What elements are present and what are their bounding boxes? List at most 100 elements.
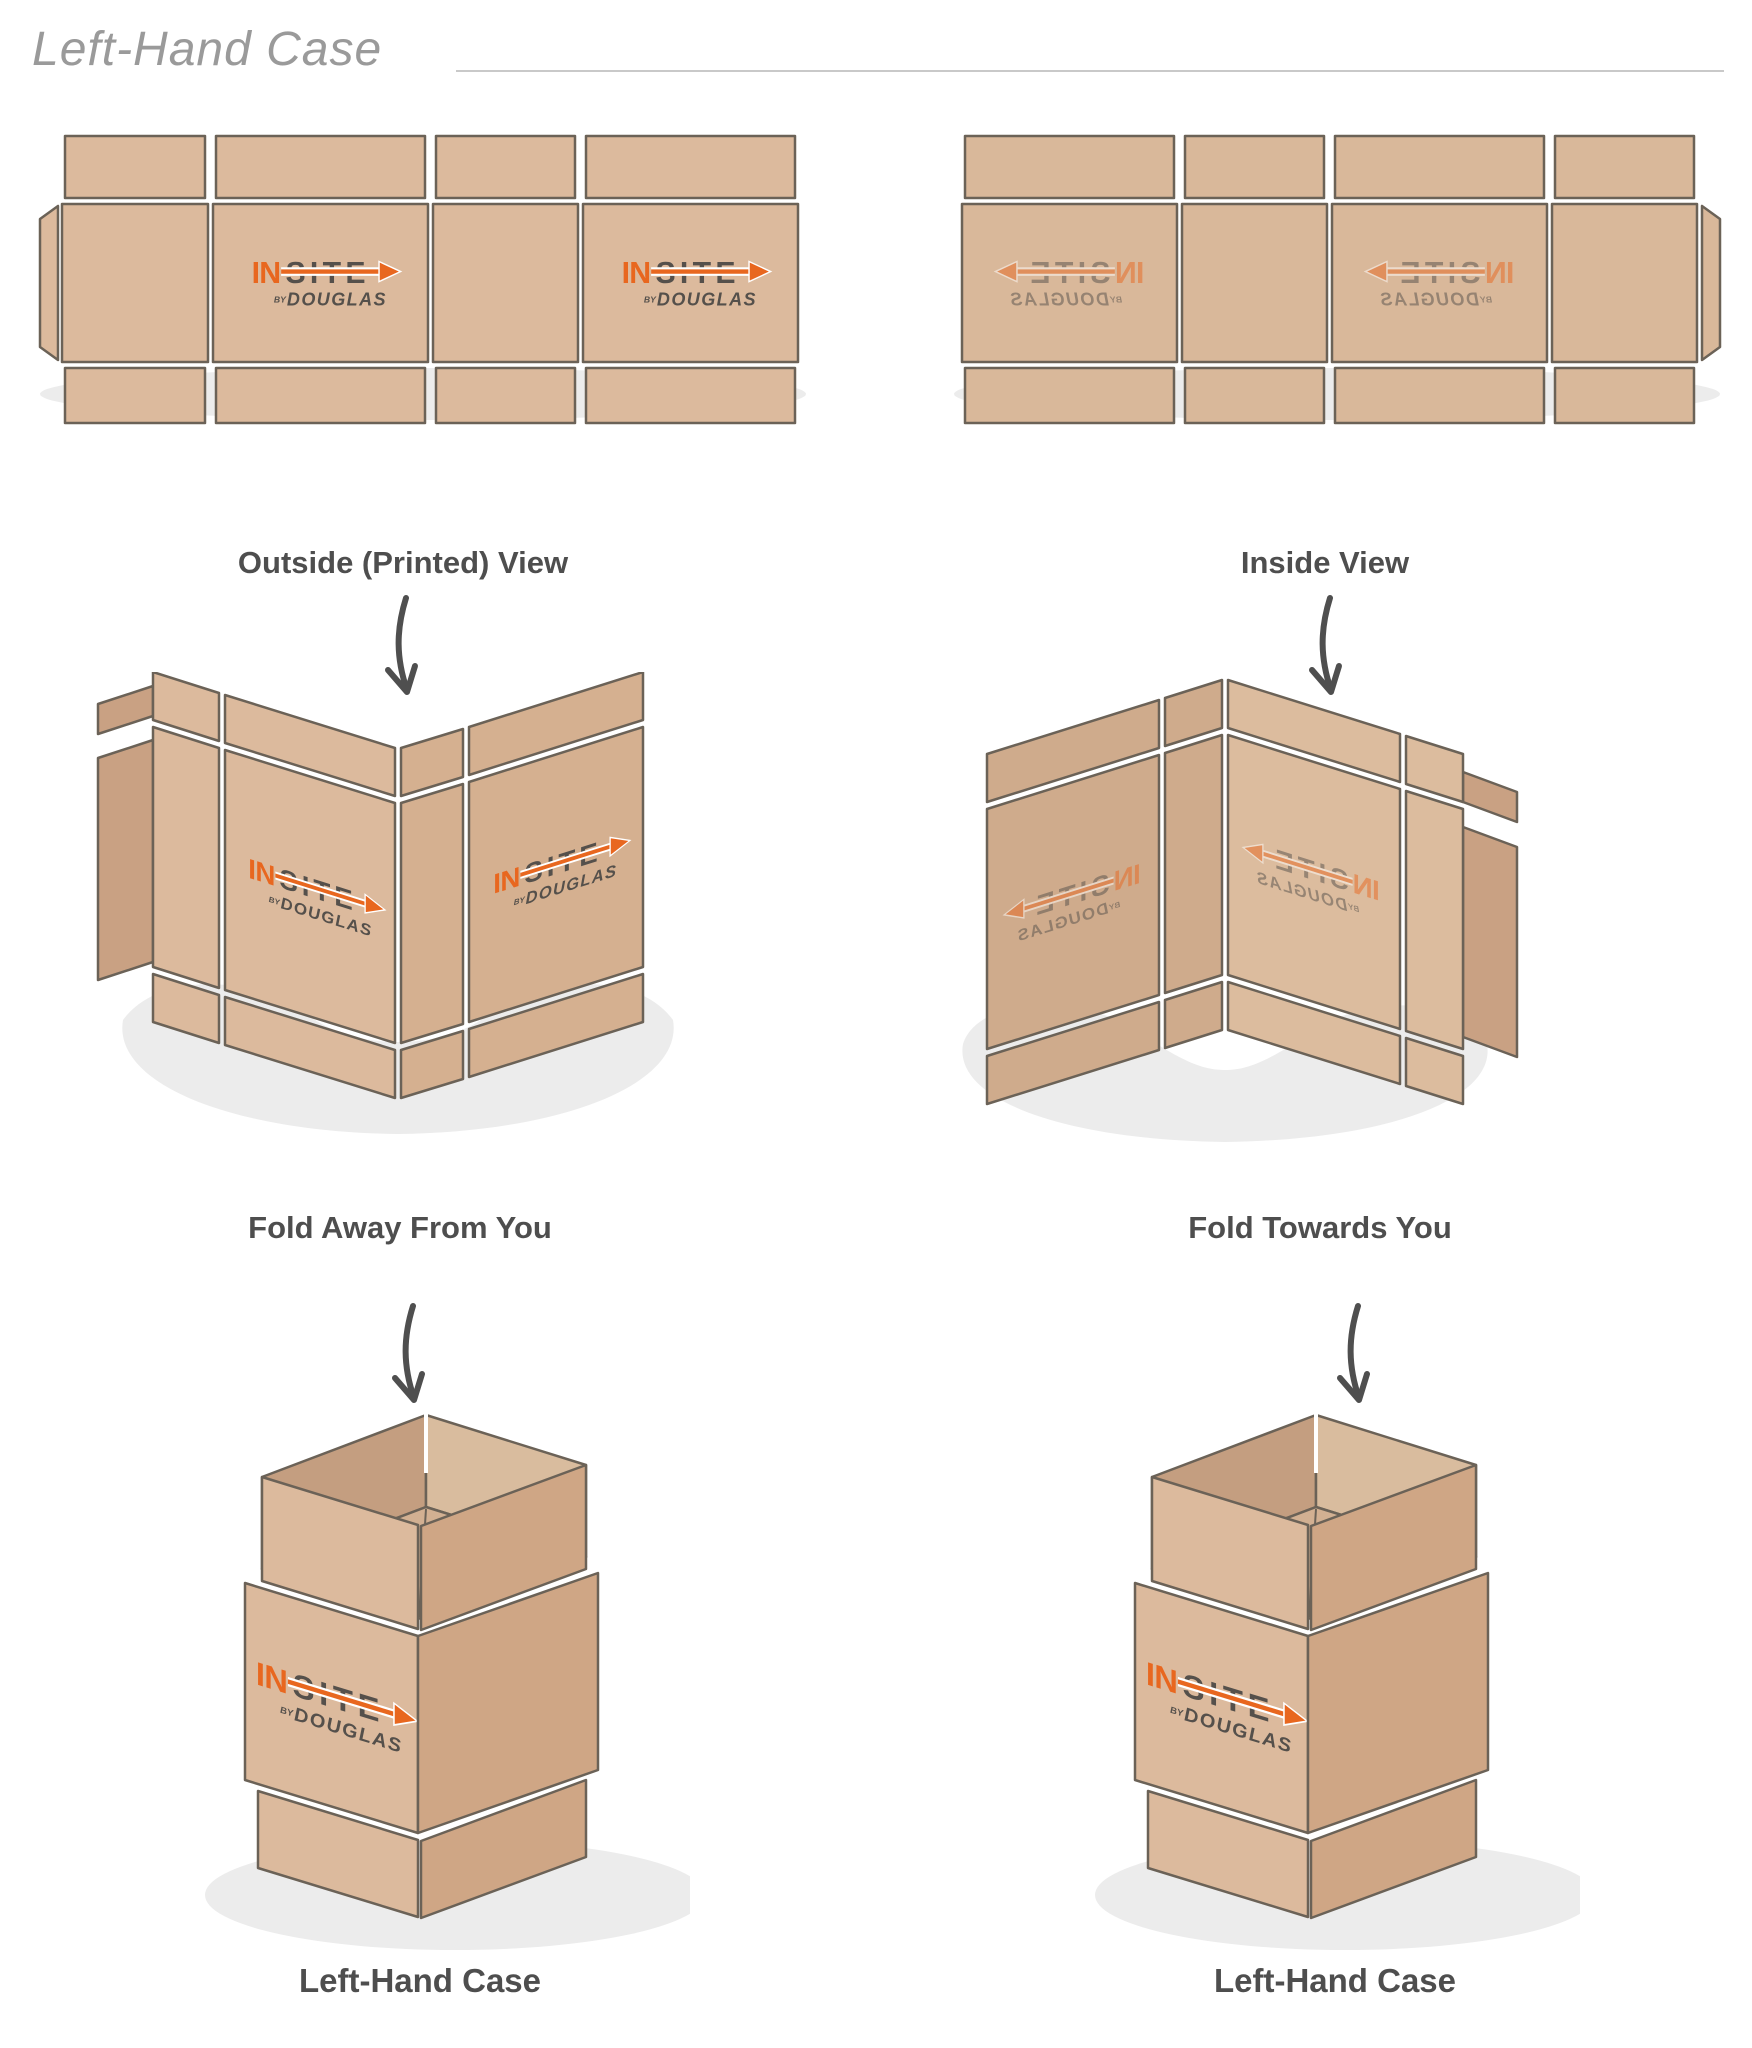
stage-label-fold-towards: Fold Towards You [1188, 1210, 1452, 1245]
logo-text-brand: DOUGLAS [657, 289, 757, 309]
top-flap [1183, 134, 1326, 200]
end-panel [1550, 202, 1699, 364]
inside-flat-figure: IN SITE BY DOUGLAS IN SITE BY DOUGLAS [954, 134, 1722, 425]
end-panel-behind [96, 738, 155, 982]
top-flap [1309, 1463, 1478, 1632]
left-wing: IN SITE BY DOUGLAS [151, 672, 397, 1100]
bottom-flap [63, 366, 207, 425]
top-flap [1150, 1475, 1310, 1631]
top-flap [63, 134, 207, 200]
logo-text-by: BY [1108, 900, 1121, 913]
right-face [1306, 1463, 1490, 1920]
end-panel [1404, 789, 1465, 1051]
bottom-flaps [63, 366, 797, 425]
title-divider-line [456, 70, 1724, 72]
top-flap [260, 1475, 420, 1631]
logo-arrow-shaft [1022, 878, 1114, 912]
top-flap [434, 134, 577, 200]
logo-arrow-head [378, 260, 403, 283]
bottom-flap [223, 995, 397, 1100]
top-flap [1404, 734, 1465, 804]
logo-text-by: BY [1479, 295, 1492, 305]
side-panel [223, 748, 397, 1045]
logo-arrow-head [748, 260, 773, 283]
logo-arrow-head [1002, 898, 1025, 919]
top-flap [1226, 678, 1402, 784]
logo-arrow-shaft [1177, 1679, 1286, 1717]
bottom-flap [1404, 1036, 1465, 1106]
left-face: IN SITE BY DOUGLAS [243, 1475, 420, 1919]
bottom-flap [1226, 980, 1402, 1086]
bottom-flap [419, 1778, 588, 1920]
logo-text-in: IN [1486, 257, 1515, 290]
left-face: IN SITE BY DOUGLAS [1133, 1475, 1310, 1919]
bottom-flap [1553, 366, 1696, 425]
side-panel [1226, 733, 1402, 1031]
assembled-case-figure: IN SITE BY DOUGLAS [205, 1413, 690, 1950]
logo-text-by: BY [1109, 295, 1122, 305]
left-wing: IN SITE BY DOUGLAS [985, 678, 1224, 1106]
end-panel [431, 202, 580, 364]
bottom-flap [1309, 1778, 1478, 1920]
outside-flat-figure: IN SITE BY DOUGLAS IN SITE BY DOUGLAS [38, 134, 806, 425]
page-title: Left-Hand Case [32, 23, 383, 76]
stage-label-fold-away: Fold Away From You [248, 1210, 552, 1245]
right-face [416, 1463, 600, 1920]
top-flap [223, 693, 397, 798]
logo-text-in: IN [252, 257, 281, 290]
down-arrow-icon [392, 1303, 425, 1403]
left-end-flaps-behind [96, 684, 155, 982]
logo-arrow-head [364, 893, 387, 914]
top-flap [963, 134, 1176, 200]
bottom-flap [151, 972, 221, 1045]
end-panel [399, 782, 465, 1045]
side-panel [416, 1571, 600, 1835]
logo-text-by: BY [274, 295, 287, 305]
logo-arrow-shaft [287, 1679, 396, 1717]
top-flap [1553, 134, 1696, 200]
side-panel [960, 202, 1179, 364]
side-panel [467, 725, 645, 1024]
insite-logo: IN SITE BY DOUGLAS [622, 257, 773, 309]
top-flap [1333, 134, 1546, 200]
end-panel [60, 202, 210, 364]
logo-text-in: IN [622, 257, 651, 290]
logo-text-by: BY [1170, 1705, 1185, 1720]
logo-arrow-head [609, 836, 632, 858]
main-panels [960, 202, 1699, 364]
top-flap [584, 134, 797, 200]
logo-arrow-shaft [520, 844, 612, 877]
logo-text-brand: DOUGLAS [1009, 289, 1109, 309]
logo-arrow-head [1283, 1701, 1310, 1726]
down-arrow-icon [1309, 595, 1342, 695]
top-flap [419, 1463, 588, 1632]
stage-label-inside-view: Inside View [1240, 545, 1410, 580]
bottom-flap [399, 1029, 465, 1100]
right-wing: IN SITE BY DOUGLAS [399, 672, 645, 1100]
logo-arrow-shaft [1261, 851, 1353, 884]
top-flap [1163, 678, 1224, 748]
logo-arrow-head [993, 260, 1018, 283]
side-panel [985, 753, 1161, 1051]
logo-text-by: BY [644, 295, 657, 305]
bottom-flap [1333, 366, 1546, 425]
glue-tab [96, 684, 155, 736]
end-panel [1163, 733, 1224, 995]
side-panel [1306, 1571, 1490, 1835]
logo-arrow-head [1363, 260, 1388, 283]
top-flap [985, 698, 1161, 804]
logo-text-brand: DOUGLAS [1379, 289, 1479, 309]
bottom-flap [1163, 980, 1224, 1050]
bottom-flap [985, 1000, 1161, 1106]
stage-label-left-hand-case: Left-Hand Case [298, 1962, 542, 1999]
logo-arrow-head [393, 1701, 420, 1726]
assembled-case-figure: IN SITE BY DOUGLAS [1095, 1413, 1580, 1950]
top-flaps [63, 134, 797, 200]
stage-label-outside-view: Outside (Printed) View [237, 545, 569, 580]
logo-text-by: BY [1347, 902, 1360, 915]
insite-logo-mirrored: IN SITE BY DOUGLAS [1363, 257, 1515, 309]
side-panel [1330, 202, 1549, 364]
top-flap [399, 727, 465, 798]
down-arrow-icon [385, 595, 418, 695]
